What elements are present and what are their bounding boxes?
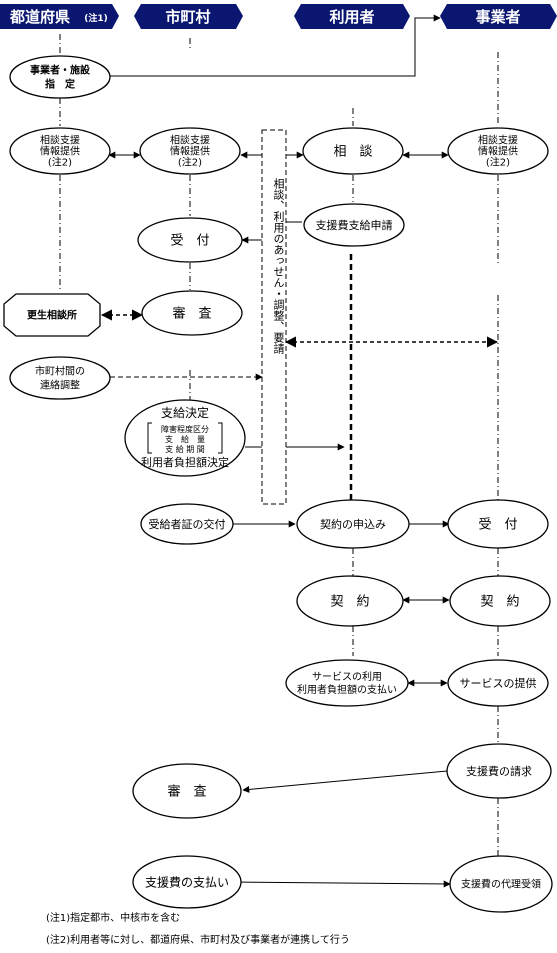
coordination-box — [261, 129, 287, 505]
node-service-use-text: 利用者負担額の支払い — [297, 683, 397, 696]
decision-item: 支 給 量 — [165, 434, 205, 444]
dashed-arrows — [100, 309, 499, 348]
node-final-review-text: 審 査 — [167, 785, 206, 800]
node-city-liaison-text: 連絡調整 — [40, 379, 80, 392]
node-service-provide-text: サービスの提供 — [460, 676, 537, 690]
node-city-info-text: 相談支援 — [170, 134, 210, 147]
node-prov-receive-text: 受 付 — [478, 518, 517, 533]
header-user-label: 利用者 — [329, 8, 374, 26]
node-designation-text: 事業者・施設 — [30, 64, 91, 77]
node-designation-text: 指 定 — [45, 78, 75, 91]
node-prov-contract-text: 契 約 — [480, 595, 519, 610]
node-pref-info-text: (注2) — [48, 156, 72, 169]
decision-item: 障害程度区分 — [161, 424, 209, 434]
connectors — [108, 14, 451, 888]
rehab-center-shape — [3, 293, 101, 337]
coordination-label: 相談、利用のあっせん・調整、要請 — [272, 178, 285, 354]
header-city-label: 市町村 — [165, 8, 210, 26]
node-city-review-text: 審 査 — [172, 307, 211, 322]
node-rehab-center-text: 更生相談所 — [27, 309, 77, 322]
node-prov-info-text: 情報提供 — [478, 145, 518, 158]
header-provider: 事業者 — [440, 4, 557, 29]
header-provider-label: 事業者 — [475, 8, 520, 26]
node-payment-text: 支援費の支払い — [145, 874, 229, 889]
lane-lines — [59, 34, 499, 856]
node-claim-text: 支援費の請求 — [466, 764, 532, 778]
node-city-info-text: 情報提供 — [170, 145, 210, 158]
decision-bracket — [147, 422, 223, 454]
node-pref-info-text: 相談支援 — [40, 134, 80, 147]
node-contract-apply-text: 契約の申込み — [320, 517, 386, 531]
node-apply-text: 支援費支給申請 — [316, 218, 393, 232]
nodes — [9, 55, 553, 913]
node-user-contract-text: 契 約 — [330, 595, 369, 610]
header-pref-label: 都道府県 — [9, 8, 70, 26]
node-city-liaison-text: 市町村間の — [35, 365, 85, 378]
node-city-receive-text: 受 付 — [170, 234, 209, 249]
decision-item: 支 給 期 間 — [165, 444, 205, 454]
node-user-consult-text: 相 談 — [333, 144, 372, 160]
note-2: (注2)利用者等に対し、都道府県、市町村及び事業者が連携して行う — [46, 935, 350, 946]
node-prov-info-text: 相談支援 — [478, 134, 518, 147]
node-prov-info-text: (注2) — [486, 156, 510, 169]
header-user: 利用者 — [294, 4, 410, 29]
node-city-info-text: (注2) — [178, 156, 202, 169]
node-service-use-text: サービスの利用 — [312, 671, 382, 683]
node-cert-text: 受給者証の交付 — [149, 517, 226, 531]
note-1: (注1)指定都市、中核市を含む — [46, 913, 181, 924]
decision-title: 支給決定 — [161, 405, 209, 420]
header-pref: 都道府県 (注1) — [0, 4, 119, 29]
header-pref-note: (注1) — [84, 12, 108, 24]
node-pref-info-text: 情報提供 — [40, 145, 80, 158]
node-proxy-text: 支援費の代理受領 — [461, 878, 541, 891]
decision-bottom: 利用者負担額決定 — [141, 455, 229, 469]
header-city: 市町村 — [134, 4, 243, 29]
